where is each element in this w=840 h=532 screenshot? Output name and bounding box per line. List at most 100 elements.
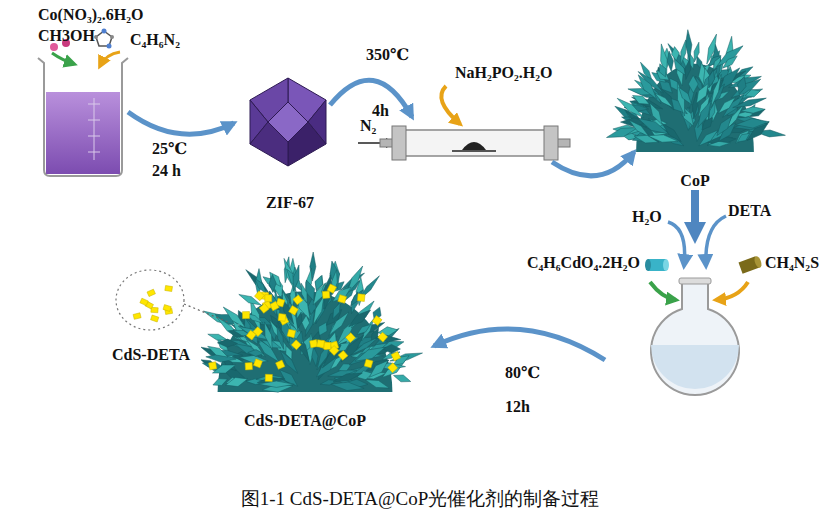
nanosheet (702, 118, 713, 130)
product-node: CoP (625, 22, 765, 190)
nanosheet (711, 74, 721, 107)
cds-particle (338, 350, 348, 360)
process-arrow (552, 152, 634, 176)
nanosheet (355, 347, 385, 361)
nanosheet (315, 276, 323, 291)
nanosheet (293, 265, 299, 291)
nanosheet (277, 326, 284, 350)
nanosheet (331, 382, 364, 390)
graduation-mark (94, 98, 95, 160)
nanosheet (659, 64, 666, 77)
product-node: ZIF-67 (240, 72, 340, 212)
cds-particle (322, 291, 330, 299)
nanosheet (738, 133, 750, 142)
nanosheet (357, 371, 372, 380)
nanosheet (217, 339, 237, 347)
cds-particle (151, 315, 159, 322)
nanosheet (685, 59, 691, 80)
nanosheet (741, 107, 765, 113)
cds-particle (329, 346, 339, 356)
cds-particle (253, 359, 262, 368)
node-label: CoP (680, 172, 709, 190)
atom (102, 29, 107, 34)
cds-particle (378, 332, 388, 342)
reagent-arrow (52, 53, 74, 64)
reagent-arrow (706, 216, 726, 266)
atom (107, 44, 112, 49)
nanosheet (358, 276, 379, 301)
nanosheet (685, 30, 692, 60)
reagent-arrow (100, 52, 120, 66)
reagent-arrow (716, 282, 748, 300)
chem-label: N₂ (360, 117, 376, 135)
nanosheet (717, 116, 732, 135)
cds-particle (259, 303, 269, 313)
nanosheet (365, 380, 389, 388)
cds-particle (165, 286, 173, 292)
node-label: ZIF-67 (266, 194, 314, 212)
nanosheet (679, 87, 692, 104)
flask-solution (651, 345, 739, 389)
zif67-crystal (250, 78, 326, 166)
cds-particle (289, 306, 299, 316)
process-arrow (691, 190, 699, 236)
chem-label: CH3OH (38, 27, 95, 45)
cds-particle (278, 313, 286, 321)
nanosheet (634, 135, 658, 143)
chem-label: DETA (728, 202, 771, 220)
icon-end (663, 259, 669, 271)
nanosheet (213, 379, 228, 386)
cluster-core (636, 64, 754, 152)
nanosheet (333, 303, 340, 319)
chem-label: CdS-DETA (112, 346, 190, 364)
nanosheet (349, 310, 371, 327)
quartz-tube (400, 130, 550, 156)
cds-particle (357, 294, 365, 302)
cds-particle (245, 363, 252, 370)
nanosheet (638, 75, 656, 99)
nanosheet (313, 296, 324, 325)
nanosheet (248, 350, 264, 357)
node-label: CdS-DETA@CoP (244, 412, 366, 430)
chem-label: NaH₂PO₂.H₂O (455, 64, 553, 82)
cds-particle (291, 340, 301, 350)
nanosheet (688, 75, 698, 93)
chem-label: H₂O (632, 208, 662, 226)
nanosheet (718, 98, 735, 114)
nanosheet (733, 98, 767, 108)
round-bottom-flask (651, 278, 739, 395)
reagent-arrow (441, 86, 460, 124)
nanosheet (650, 103, 662, 124)
nanosheet (208, 346, 228, 357)
beaker (38, 58, 128, 176)
cds-particle (140, 298, 148, 305)
nanosheet (707, 34, 717, 64)
cds-particle (242, 312, 249, 319)
nanosheet (736, 130, 749, 143)
nanosheet (629, 120, 649, 136)
nanosheet (302, 315, 310, 330)
cds-particle (265, 295, 272, 302)
cobalt-salt-dot (50, 43, 58, 51)
nanosheet (738, 76, 747, 94)
nanosheet (316, 275, 323, 291)
chem-label: CH₄N₂S (765, 254, 819, 272)
chem-label: C₄H₆CdO₄.2H₂O (527, 254, 640, 272)
callout-bubble (116, 270, 184, 330)
process-arrow (330, 80, 412, 117)
nanosheet (694, 42, 699, 62)
nanosheet (732, 79, 761, 97)
beaker-outline (38, 58, 128, 176)
nanosheet (240, 355, 269, 363)
cds-particle (364, 359, 373, 368)
nanosheet (329, 312, 349, 335)
cds-particle (133, 313, 141, 320)
chem-label: Co(NO₃)₂.6H₂O (38, 6, 144, 24)
cds-particles (133, 286, 172, 323)
nanosheet (208, 334, 228, 340)
cds-particle (346, 333, 356, 343)
chem-label: 24 h (152, 162, 181, 180)
chem-label: 25℃ (152, 140, 187, 158)
nanosheet (692, 92, 697, 119)
